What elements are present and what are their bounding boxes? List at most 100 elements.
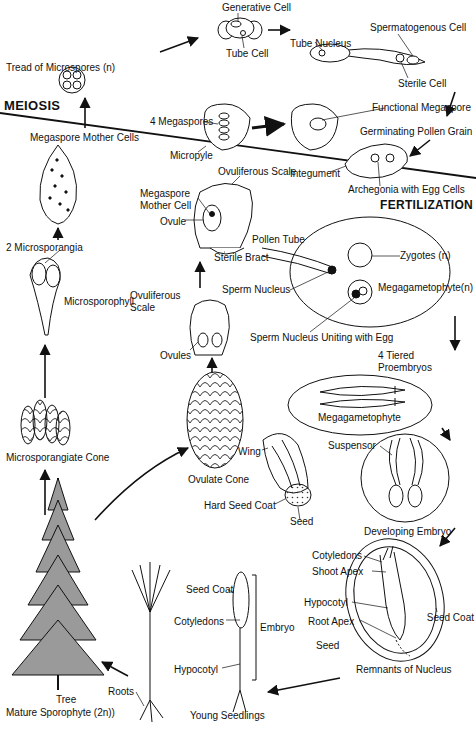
part-label: Seed Coat <box>427 612 474 624</box>
tree-part <box>12 620 104 675</box>
winged-seed <box>263 434 311 506</box>
part-label: Suspensor <box>328 440 376 452</box>
part-label: Megaspore Mother Cell <box>140 188 198 212</box>
part-label: 4 Tiered Proembryos <box>378 350 440 374</box>
proembryo-oval-part <box>320 386 405 395</box>
part-label: Seed Coat <box>186 584 233 596</box>
leader-line-part <box>364 556 382 562</box>
part-label: Cotyledons <box>312 550 362 562</box>
part-label: Microsporangiate Cone <box>6 452 109 464</box>
cycle-arrow-part <box>268 678 340 692</box>
developing-embryo-part <box>396 438 400 485</box>
ovule-archegonia-part <box>386 154 394 162</box>
ovule-archegonia-part <box>371 154 379 162</box>
fertilization-oval-part <box>290 217 450 327</box>
pollen-grain-tube-part <box>407 56 419 64</box>
ovule-megaspores-part <box>219 120 229 126</box>
part-label: Megagametophyte(n) <box>378 282 473 294</box>
cycle-arrow-part <box>57 228 59 240</box>
megaspore-mother-cell-ovule-part <box>67 209 69 211</box>
part-label: Germinating Pollen Grain <box>360 126 472 138</box>
ovuliferous-scale-ovule-part <box>194 183 252 248</box>
ovule-megaspores-part <box>219 113 229 119</box>
part-label: Ovulate Cone <box>188 474 249 486</box>
leader-line-part <box>398 34 413 56</box>
part-label: Hypocotyl <box>174 664 218 676</box>
cycle-arrow-part <box>454 316 456 350</box>
part-label: Ovuliferous Scale <box>218 166 296 178</box>
ovule-functional-megaspore-part <box>291 104 338 150</box>
leader-line-part <box>360 620 396 638</box>
developing-embryo-part <box>389 485 403 507</box>
young-seedlings-part <box>233 572 249 628</box>
part-label: Developing Embryo <box>364 526 451 538</box>
part-label: Tube Nucleus <box>290 38 351 50</box>
tree <box>12 478 104 690</box>
part-label: Sperm Nucleus <box>222 284 290 296</box>
megaspore-mother-cell-ovule-part <box>56 159 58 161</box>
part-label: Ovuliferous Scale <box>130 290 190 314</box>
young-seedlings-part <box>252 575 256 680</box>
leader-line-part <box>262 448 268 450</box>
pollen-grain-part <box>226 18 254 38</box>
developing-embryo-part <box>410 438 416 485</box>
developing-embryo-part <box>389 440 396 485</box>
proembryo-oval-part <box>395 398 396 406</box>
part-label: Pollen Tube <box>252 234 305 246</box>
megaspore-mother-cell-ovule-part <box>59 203 61 205</box>
ovulate-cone-part <box>187 372 243 468</box>
part-label: Ovule <box>160 216 186 228</box>
megaspore-mother-cell-ovule-part <box>51 169 53 171</box>
megaspore-mother-cell-ovule <box>40 145 77 224</box>
megaspore-mother-cell-ovule-part <box>54 185 56 187</box>
developing-embryo-part <box>408 485 422 507</box>
cycle-arrow-part <box>44 345 46 398</box>
leader-line-part <box>352 602 388 608</box>
microsporophyll-part <box>30 258 60 335</box>
part-label: Remnants of Nucleus <box>356 664 452 676</box>
fertilization-oval-part <box>262 256 332 274</box>
part-label: Sperm Nucleus Uniting with Egg <box>250 332 393 344</box>
cycle-arrow-part <box>410 140 430 156</box>
leader-line-part <box>190 342 198 350</box>
part-label: Embryo <box>260 622 294 634</box>
winged-seed-part <box>272 440 300 488</box>
winged-seed-part <box>285 484 311 506</box>
part-label: Micropyle <box>170 150 213 162</box>
leader-line-part <box>372 571 386 572</box>
megaspore-mother-cell-ovule-part <box>40 145 77 224</box>
part-label: Tread of Microspores (n) <box>6 62 115 74</box>
ovuliferous-scale-ovules-part <box>190 300 229 355</box>
pollen-grain-part <box>241 31 246 36</box>
part-label: Tube Cell <box>226 48 268 60</box>
cycle-arrow-part <box>102 662 128 676</box>
leader-line-part <box>372 256 400 257</box>
part-label: 4 Megaspores <box>150 116 213 128</box>
leader-line-part <box>198 198 210 214</box>
mature-seed-part <box>333 528 458 673</box>
ovulate-cone <box>187 372 243 468</box>
part-label: Hypocotyl <box>304 597 348 609</box>
microsporangiate-cone-part <box>56 411 70 445</box>
leader-line-part <box>136 692 144 706</box>
stage-heading: FERTILIZATION <box>380 198 473 212</box>
part-label: Generative Cell <box>222 2 291 14</box>
young-seedlings <box>132 562 256 722</box>
ovuliferous-scale-ovule-part <box>210 212 215 217</box>
mature-seed-part <box>383 546 393 560</box>
leader-line-part <box>378 162 380 186</box>
leader-line-part <box>222 664 240 668</box>
ovule-megaspores-part <box>219 134 229 140</box>
leader-line-part <box>401 62 408 78</box>
leader-line-part <box>242 36 244 48</box>
young-seedlings-part <box>150 612 151 700</box>
part-label: Root Apex <box>308 616 354 628</box>
part-label: Archegonia with Egg Cells <box>348 184 465 196</box>
part-label: Cotyledons <box>174 616 224 628</box>
ovuliferous-scale-ovules <box>190 300 229 355</box>
ovule-functional-megaspore <box>291 104 338 150</box>
cycle-arrow-part <box>199 262 201 288</box>
proembryo-oval-part <box>395 386 396 394</box>
mature-seed <box>333 528 458 673</box>
fertilization-oval <box>262 217 450 327</box>
